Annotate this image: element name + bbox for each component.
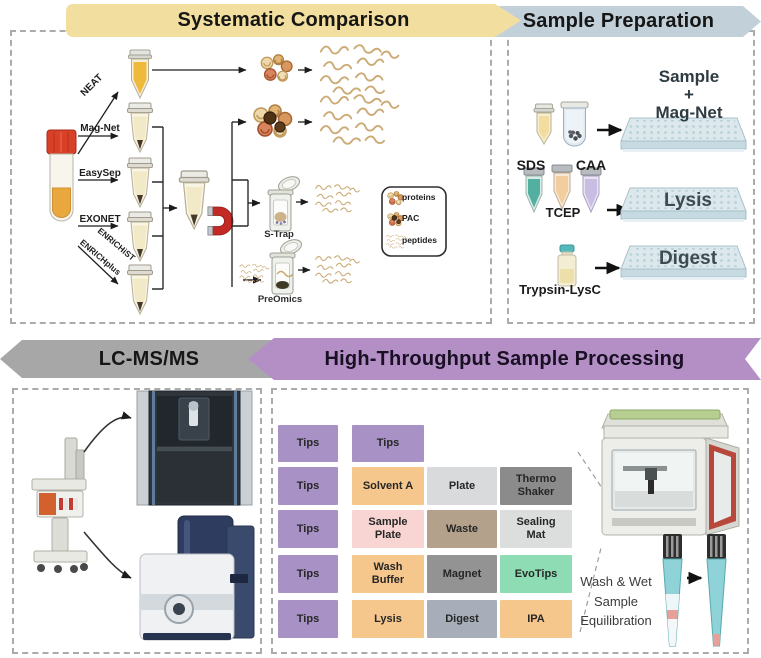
pac-icon: [254, 105, 292, 137]
legend-pac-label: PAC: [402, 213, 420, 223]
evotip-icon: [662, 534, 683, 647]
deck-cell-tips: Tips: [278, 425, 338, 462]
lc-to-ms1-arrow: [83, 411, 132, 453]
lc-to-ms2-arrow: [83, 531, 132, 579]
deck-cell-digest: Digest: [427, 600, 497, 638]
sample-magnet-title: Sample + Mag-Net: [655, 67, 723, 123]
systematic-comparison-diagram: [46, 44, 447, 315]
sample-preparation-diagram: [523, 101, 747, 287]
banner-lc-ms-ms-label: LC-MS/MS: [98, 347, 200, 370]
panel-lc-ms-ms: [12, 388, 262, 654]
method-label-mag-net: Mag-Net: [80, 123, 120, 134]
legend-box: [381, 186, 447, 257]
tcep-label: TCEP: [545, 205, 581, 220]
digest-plate-label: Digest: [658, 248, 718, 269]
deck-cell-tips: Tips: [278, 467, 338, 505]
blood-tube-icon: [46, 129, 77, 222]
mag-net-beads-tube-icon: [560, 101, 589, 147]
banner-lc-ms-ms: LC-MS/MS: [0, 340, 284, 378]
sds-tube-icon: [523, 167, 545, 214]
preomics-label: PreOmics: [257, 294, 303, 305]
strap-label: S-Trap: [264, 229, 294, 240]
magnet-icon: [207, 206, 234, 236]
deck-connector-line-bottom: [579, 547, 602, 633]
method-arrows: [77, 91, 119, 285]
equilibration-note: Wash & Wet Sample Equilibration: [580, 574, 652, 628]
enrich-tube-icon: [127, 264, 153, 315]
banner-sample-preparation-label: Sample Preparation: [522, 10, 715, 32]
mass-spectrometer-1-icon: [136, 390, 253, 506]
mass-spectrometer-2-icon: [139, 515, 255, 641]
trypsin-vial-icon: [557, 244, 577, 287]
peptides-icon: [319, 44, 400, 95]
proteins-icon: [260, 54, 293, 82]
deck-cell-evotips: EvoTips: [500, 555, 572, 593]
deck-cell-ipa: IPA: [500, 600, 572, 638]
banner-high-throughput: High-Throughput Sample Processing: [248, 338, 761, 380]
deck-cell-magnet: Magnet: [427, 555, 497, 593]
tcep-tube-icon: [551, 164, 573, 211]
banner-sample-preparation: Sample Preparation: [476, 6, 761, 37]
legend-peptides-label: peptides: [402, 235, 437, 245]
deck-cell-lysis: Lysis: [352, 600, 424, 638]
deck-cell-sealing-mat: Sealing Mat: [500, 510, 572, 548]
deck-cell-tips: Tips: [352, 425, 424, 462]
deck-cell-tips: Tips: [278, 555, 338, 593]
deck-cell-solvent-a: Solvent A: [352, 467, 424, 505]
sample-magnet-plate-icon: [620, 117, 747, 153]
preomics-tube-icon: [269, 239, 302, 295]
sds-label: SDS: [516, 157, 546, 173]
deck-cell-waste: Waste: [427, 510, 497, 548]
trypsin-lysc-label: Trypsin-LysC: [519, 282, 601, 297]
banner-systematic-comparison-label: Systematic Comparison: [177, 9, 410, 31]
high-throughput-diagram: [577, 409, 740, 647]
magnet-method-tube-icon: [127, 102, 153, 153]
method-label-exonet: EXONET: [79, 214, 121, 225]
easysep-tube-icon: [127, 157, 153, 208]
split-bracket: [231, 118, 262, 287]
peptides-icon: [315, 255, 360, 284]
deck-cell-tips: Tips: [278, 600, 338, 638]
peptides-icon: [315, 184, 360, 213]
caa-label: CAA: [575, 157, 607, 173]
merge-bracket: [152, 126, 178, 290]
s-trap-tube-icon: [267, 176, 300, 232]
deck-cell-plate: Plate: [427, 467, 497, 505]
legend-proteins-label: proteins: [402, 192, 436, 202]
deck-cell-wash-buffer: Wash Buffer: [352, 555, 424, 593]
banner-high-throughput-label: High-Throughput Sample Processing: [324, 347, 685, 370]
deck-cell-tips: Tips: [278, 510, 338, 548]
deck-cell-thermo-shaker: Thermo Shaker: [500, 467, 572, 505]
evotip-icon: [706, 534, 727, 647]
neat-tube-icon: [128, 49, 152, 100]
lysis-plate-label: Lysis: [664, 190, 712, 211]
banner-systematic-comparison: Systematic Comparison: [66, 4, 521, 37]
pooled-tube-icon: [178, 170, 210, 230]
panel-high-throughput: [271, 388, 749, 654]
deck-cell-sample-plate: Sample Plate: [352, 510, 424, 548]
lc-system-icon: [31, 437, 88, 573]
sample-tube-icon: [533, 103, 555, 145]
method-label-easysep: EasySep: [79, 168, 121, 179]
deck-connector-line-top: [577, 451, 603, 489]
peptides-icon: [319, 94, 400, 145]
lc-ms-ms-diagram: [31, 390, 255, 641]
liquid-handler-icon: [601, 409, 740, 536]
caa-tube-icon: [580, 167, 602, 214]
